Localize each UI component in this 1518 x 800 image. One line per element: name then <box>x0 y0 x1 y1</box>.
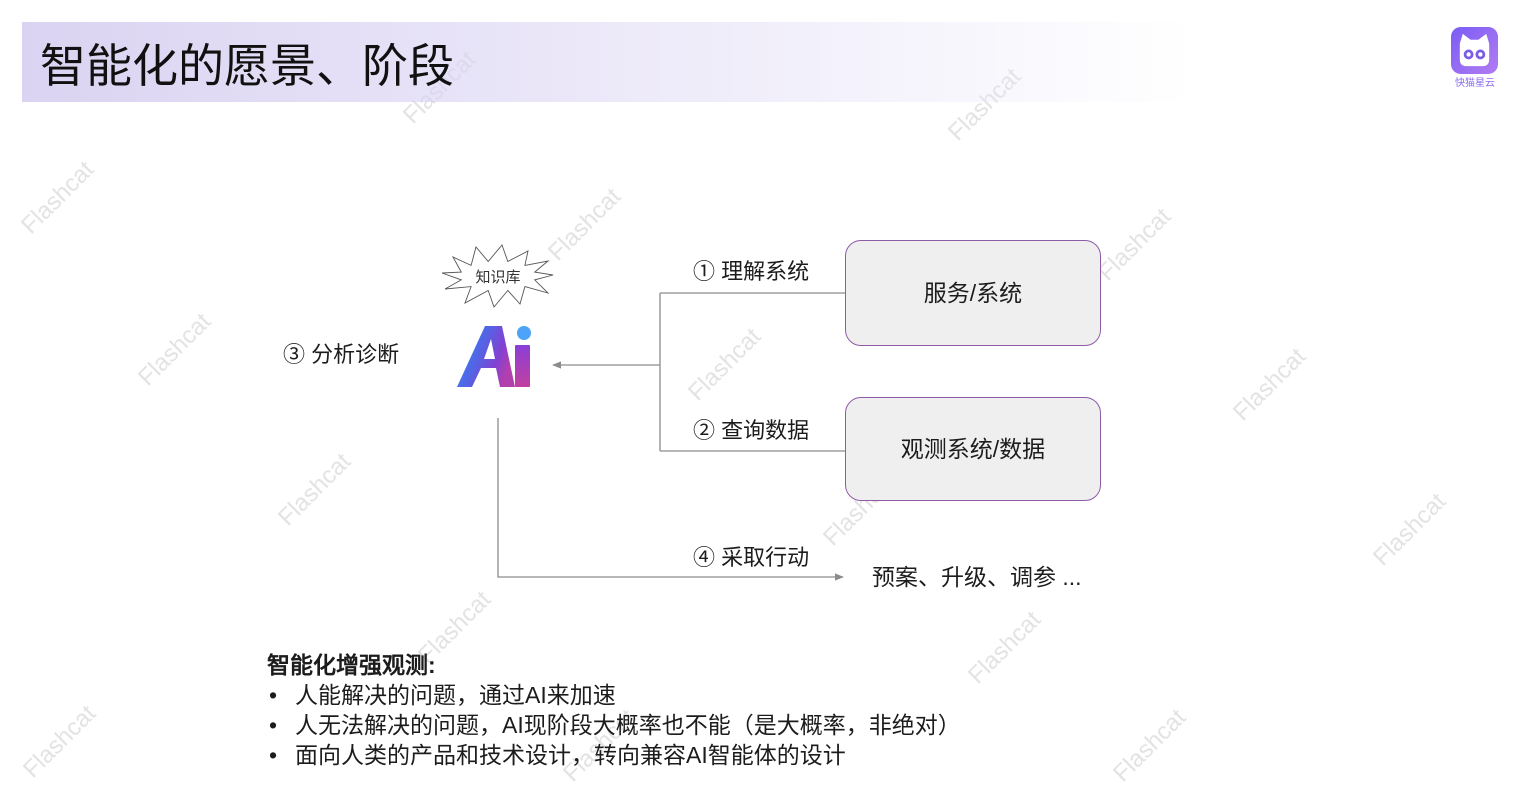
analyze-diagnose-label: ③ 分析诊断 <box>283 342 400 367</box>
summary-section: 智能化增强观测: 人能解决的问题，通过AI来加速 人无法解决的问题，AI现阶段大… <box>267 650 1167 770</box>
watermark-text: Flashcat <box>1228 343 1312 427</box>
observability-system-box: 观测系统/数据 <box>845 397 1101 501</box>
watermark-text: Flashcat <box>16 156 100 240</box>
summary-heading: 智能化增强观测: <box>267 652 436 678</box>
watermark-text: Flashcat <box>133 308 217 392</box>
cat-pupil-left <box>1466 52 1471 57</box>
service-system-box: 服务/系统 <box>845 240 1101 346</box>
ai-logo-dot <box>517 326 531 340</box>
knowledge-base-burst-icon <box>441 244 554 308</box>
watermark-text: Flashcat <box>1368 488 1452 572</box>
cat-pupil-right <box>1478 52 1483 57</box>
watermark-text: Flashcat <box>273 448 357 532</box>
service-system-box-label: 服务/系统 <box>923 280 1023 306</box>
ai-logo-letter-i <box>515 345 530 387</box>
cat-logo-icon <box>1451 27 1498 74</box>
slide-title: 智能化的愿景、阶段 <box>40 40 454 92</box>
observability-system-box-label: 观测系统/数据 <box>900 436 1046 462</box>
summary-bullet-item: 面向人类的产品和技术设计，转向兼容AI智能体的设计 <box>267 740 1167 770</box>
watermark-text: Flashcat <box>1093 203 1177 287</box>
ai-logo-icon <box>457 326 531 387</box>
take-action-label: ④ 采取行动 <box>693 545 810 570</box>
summary-bullet-item: 人能解决的问题，通过AI来加速 <box>267 680 1167 710</box>
watermark-text: Flashcat <box>18 700 102 784</box>
title-bar: 智能化的愿景、阶段 <box>22 22 1192 102</box>
action-targets-label: 预案、升级、调参 ... <box>872 564 1082 590</box>
brand-name: 快猫星云 <box>1455 78 1495 89</box>
watermark-text: Flashcat <box>683 323 767 407</box>
summary-bullet-item: 人无法解决的问题，AI现阶段大概率也不能（是大概率，非绝对） <box>267 710 1167 740</box>
summary-bullet-list: 人能解决的问题，通过AI来加速 人无法解决的问题，AI现阶段大概率也不能（是大概… <box>267 680 1167 770</box>
query-data-label: ② 查询数据 <box>693 418 810 443</box>
ai-logo-letter-a <box>457 326 515 387</box>
burst-shape <box>441 244 554 308</box>
understand-system-label: ① 理解系统 <box>693 259 810 284</box>
knowledge-base-label: 知识库 <box>475 268 521 286</box>
